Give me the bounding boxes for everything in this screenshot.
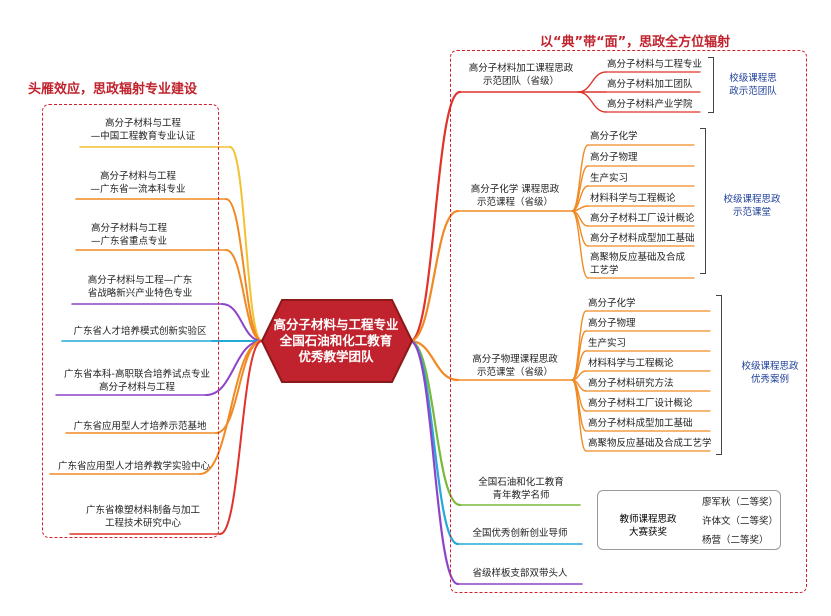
left-item-4-line1: 高分子材料与工程—广东 [87,275,193,286]
bracket-group1 [708,57,714,113]
bottom-item-1: 全国石油和化工教育 青年教学名师 [462,476,580,502]
left-item-5: 广东省人才培养模式创新实验区 [70,325,210,338]
right-dashed-frame [450,50,807,593]
bracket-group2 [700,128,706,274]
group1-item-1: 高分子材料与工程专业 [607,59,703,70]
award-title-line2: 大赛获奖 [628,527,667,538]
group2-item-7: 高聚物反应基础及合成 工艺学 [590,252,686,276]
left-branch-2 [225,198,263,342]
group2-title-line1: 高分子化学 课程思政 [470,184,560,195]
left-dashed-frame [42,104,219,538]
left-item-9-line2: 工程技术研究中心 [104,518,181,529]
left-item-6-line1: 广东省本科-高职联合培养试点专业 [64,369,210,380]
bottom-item-2: 全国优秀创新创业导师 [472,528,568,539]
group2-category-line2: 示范课堂 [732,207,771,218]
group3-title-line2: 示范课堂（省级） [476,367,553,378]
group1-category: 校级课程思 政示范团队 [718,72,788,98]
award-frame [597,490,781,550]
group2-item-1: 高分子化学 [590,131,638,142]
left-item-1: 高分子材料与工程 —中国工程教育专业认证 [88,117,198,143]
award-title: 教师课程思政 大赛获奖 [608,513,688,539]
group1-item-2: 高分子材料加工团队 [607,79,693,90]
group2-category: 校级课程思政 示范课堂 [712,193,792,219]
group3-item-4: 材料科学与工程概论 [588,358,674,369]
right-section-title: 以“典”带“面”，思政全方位辐射 [540,35,731,50]
group1-category-line1: 校级课程思 [729,73,777,84]
left-item-3-line1: 高分子材料与工程 [90,223,167,234]
group2-title: 高分子化学 课程思政 示范课程（省级） [460,183,570,209]
left-item-9-line1: 广东省橡塑材料制备与加工 [85,505,200,516]
award-person-3: 杨营（二等奖） [702,535,769,546]
group3-item-3: 生产实习 [588,338,627,349]
left-branch-4 [221,303,263,342]
group3-category-line2: 优秀案例 [750,374,789,385]
bottom-item-1-line1: 全国石油和化工教育 [478,477,564,488]
left-item-2-line2: —广东省一流本科专业 [90,184,186,195]
left-item-9: 广东省橡塑材料制备与加工 工程技术研究中心 [78,504,208,530]
group2-item-6: 高分子材料成型加工基础 [590,233,695,244]
left-item-1-line1: 高分子材料与工程 [104,118,181,129]
group3-item-8: 高聚物反应基础及合成工艺学 [588,438,712,449]
group3-item-2: 高分子物理 [588,318,636,329]
group2-item-4: 材料科学与工程概论 [590,193,676,204]
left-item-2-line1: 高分子材料与工程 [99,171,176,182]
bottom-item-1-line2: 青年教学名师 [492,490,550,501]
left-item-4-line2: 省战略新兴产业特色专业 [87,288,193,299]
left-item-3-line2: —广东省重点专业 [90,236,167,247]
g3-sub-8 [571,379,587,452]
group1-category-line2: 政示范团队 [729,86,777,97]
left-item-8: 广东省应用型人才培养教学实验中心 [54,460,214,473]
left-branch-1 [229,146,263,342]
g1-sub-3 [577,91,607,113]
left-item-8-line1: 广东省应用型人才培养教学实验中心 [57,461,210,472]
group2-category-line1: 校级课程思政 [723,194,781,205]
group3-item-6: 高分子材料工厂设计概论 [588,398,693,409]
g2-sub-7 [571,210,589,279]
left-item-4: 高分子材料与工程—广东 省战略新兴产业特色专业 [80,274,200,300]
group3-item-7: 高分子材料成型加工基础 [588,418,693,429]
award-person-2: 许体文（二等奖） [702,516,779,527]
right-branch-6 [408,339,460,586]
center-line-2: 全国石油和化工教育 [279,333,393,348]
left-item-7-line1: 广东省应用型人才培养示范基地 [73,421,207,432]
group3-title: 高分子物理课程思政 示范课堂（省级） [460,353,570,379]
left-section-title: 头雁效应，思政辐射专业建设 [28,82,198,97]
group2-item-2: 高分子物理 [590,152,638,163]
left-branch-8 [199,340,263,475]
group2-item-3: 生产实习 [590,173,629,184]
right-branch-1 [408,90,462,343]
left-item-7: 广东省应用型人才培养示范基地 [70,420,210,433]
group3-item-1: 高分子化学 [588,298,636,309]
group1-item-3: 高分子材料产业学院 [607,99,693,110]
center-hexagon [260,299,414,383]
group1-title-line2: 示范团队（省级） [482,76,559,87]
center-node: 高分子材料与工程专业 全国石油和化工教育 优秀教学团队 [250,300,422,382]
center-line-1: 高分子材料与工程专业 [273,317,399,332]
bottom-item-3: 省级样板支部双带头人 [472,568,568,579]
group3-category: 校级课程思政 优秀案例 [730,360,810,386]
left-branch-9 [219,340,263,535]
left-item-3: 高分子材料与工程 —广东省重点专业 [84,222,174,248]
group1-title-line1: 高分子材料加工课程思政 [468,63,574,74]
right-branch-3 [408,339,460,382]
group2-title-line2: 示范课程（省级） [476,197,553,208]
group3-item-5: 高分子材料研究方法 [588,378,674,389]
group3-category-line1: 校级课程思政 [741,361,799,372]
left-item-6-line2: 高分子材料与工程 [98,382,175,393]
award-title-line1: 教师课程思政 [619,514,677,525]
group1-title: 高分子材料加工课程思政 示范团队（省级） [462,62,580,88]
award-person-1: 廖军秋（二等奖） [702,497,779,508]
left-item-2: 高分子材料与工程 —广东省一流本科专业 [88,170,188,196]
left-item-6: 广东省本科-高职联合培养试点专业 高分子材料与工程 [58,368,216,394]
center-line-3: 优秀教学团队 [298,349,374,364]
left-branch-6 [205,340,263,396]
left-item-1-line2: —中国工程教育专业认证 [90,131,196,142]
left-branch-3 [225,249,263,342]
group2-item-5: 高分子材料工厂设计概论 [590,213,695,224]
group3-title-line1: 高分子物理课程思政 [472,354,558,365]
bracket-group3 [716,295,722,455]
left-item-5-line1: 广东省人才培养模式创新实验区 [73,326,207,337]
